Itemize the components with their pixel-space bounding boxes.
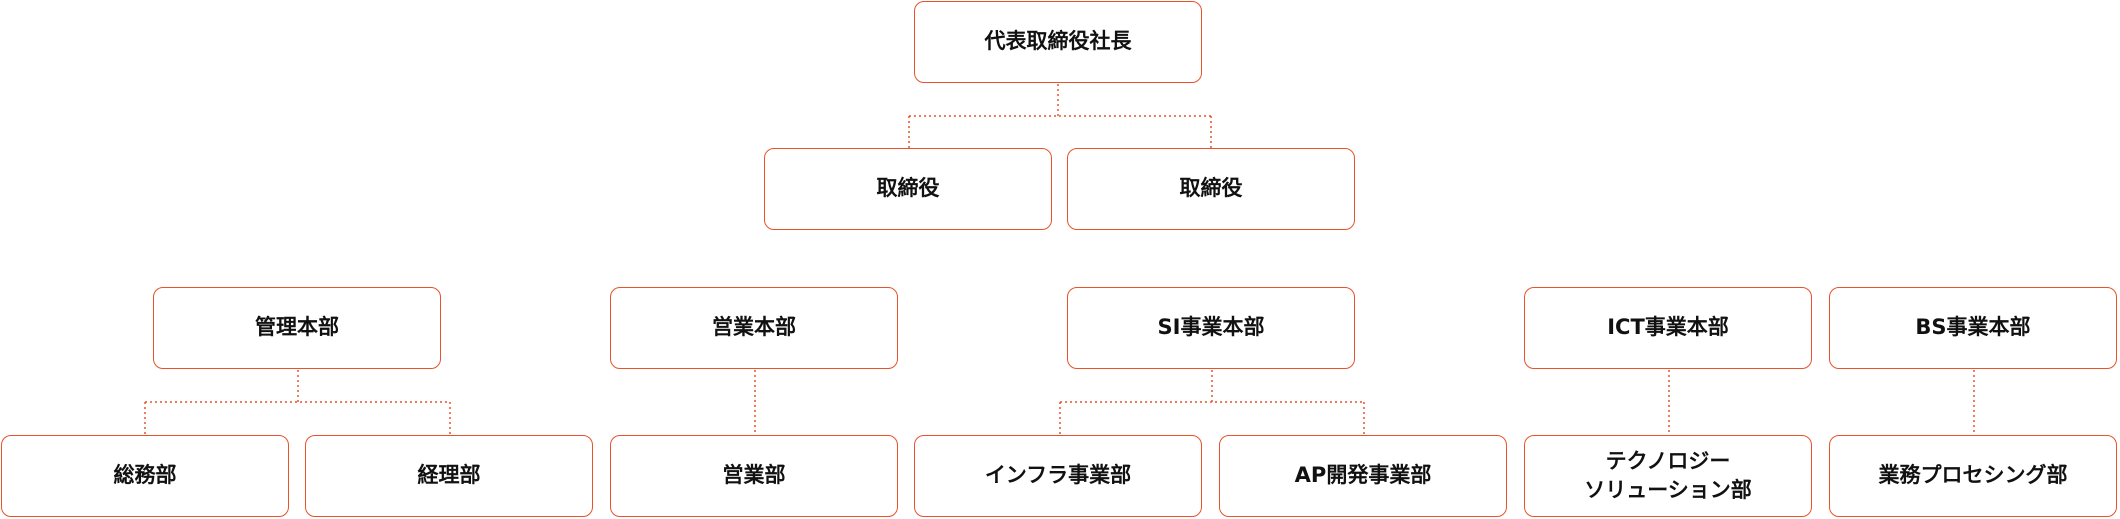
node-division-bs: BS事業本部: [1829, 287, 2117, 369]
connector-si: [1059, 370, 1365, 434]
connector-president: [908, 84, 1212, 148]
node-division-si: SI事業本部: [1067, 287, 1355, 369]
connector-admin: [144, 370, 451, 434]
node-dept-general-affairs: 総務部: [1, 435, 289, 517]
node-dept-technology-solution: テクノロジー ソリューション部: [1524, 435, 1812, 517]
node-division-admin: 管理本部: [153, 287, 441, 369]
node-dept-infrastructure: インフラ事業部: [914, 435, 1202, 517]
node-director-1: 取締役: [764, 148, 1052, 230]
node-division-ict: ICT事業本部: [1524, 287, 1812, 369]
node-division-sales: 営業本部: [610, 287, 898, 369]
node-director-2: 取締役: [1067, 148, 1355, 230]
node-dept-sales: 営業部: [610, 435, 898, 517]
node-president: 代表取締役社長: [914, 1, 1202, 83]
node-dept-business-processing: 業務プロセシング部: [1829, 435, 2117, 517]
node-dept-accounting: 経理部: [305, 435, 593, 517]
node-dept-ap-development: AP開発事業部: [1219, 435, 1507, 517]
